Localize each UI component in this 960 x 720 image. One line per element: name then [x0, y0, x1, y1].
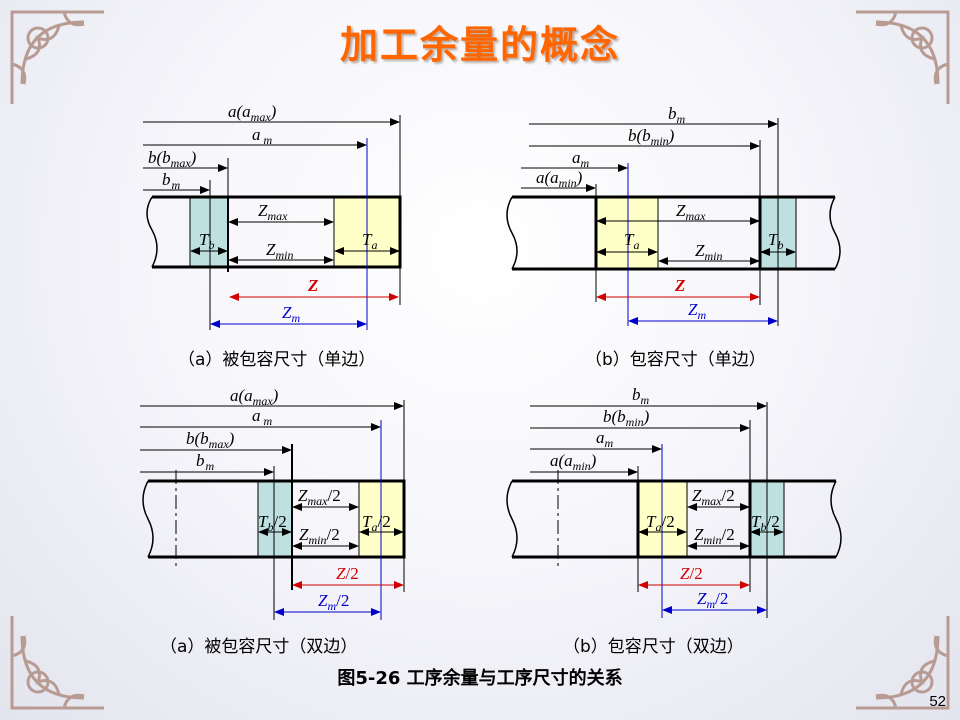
label-ta-half: Ta/2	[362, 512, 391, 534]
tolerance-band-tb	[190, 197, 228, 267]
workpiece-outline	[512, 195, 835, 271]
label-zmin-half: Zmin/2	[694, 525, 735, 547]
label-z-red: Z	[674, 276, 685, 295]
label-zmin: Zmin	[695, 241, 722, 263]
workpiece-outline	[512, 479, 836, 559]
label-a-amin: a(amin)	[536, 168, 583, 190]
corner-ornament-top-right	[856, 10, 950, 104]
label-zm-blue: Zm	[282, 303, 300, 325]
label-b-bmin: b(bmin)	[603, 407, 650, 429]
break-line	[146, 196, 158, 268]
label-b-bmax: b(bmax)	[148, 148, 197, 170]
label-ta: Ta	[624, 230, 639, 252]
label-ta: Ta	[362, 230, 377, 252]
corner-ornament-bottom-left	[10, 616, 104, 710]
label-am: am	[596, 428, 614, 450]
label-zmax-half: Zmax/2	[298, 486, 341, 508]
label-a-amax: a(amax)	[228, 102, 277, 124]
label-bm: bm	[632, 385, 650, 407]
label-bm: bm	[162, 170, 181, 192]
label-zmin: Zmin	[266, 240, 293, 262]
corner-ornament-bottom-right	[856, 616, 950, 710]
label-zm-half-blue: Zm/2	[318, 591, 349, 613]
tolerance-band-tb-half	[258, 481, 292, 557]
label-bm: bm	[668, 104, 686, 126]
label-b-bmin: b(bmin)	[628, 126, 675, 148]
label-am: am	[572, 148, 590, 170]
label-a-amin: a(amin)	[550, 451, 597, 473]
label-tb-half: Tb/2	[751, 512, 780, 534]
panel-b2: bm b(bmin) am a(amin) Zmax/2 Zmin/2 Ta/2…	[506, 385, 842, 618]
figure-caption: 图5-26 工序余量与工序尺寸的关系	[337, 668, 623, 689]
label-zmax: Zmax	[676, 201, 706, 223]
page-title: 加工余量的概念	[339, 23, 620, 67]
caption-b-single: （b）包容尺寸（单边）	[585, 350, 766, 370]
break-line-left	[506, 480, 518, 558]
break-line-left	[506, 196, 518, 270]
label-zmax: Zmax	[258, 201, 288, 223]
corner-ornament-top-left	[10, 10, 104, 104]
tolerance-band-ta	[596, 197, 658, 269]
label-a-amax: a(amax)	[230, 386, 279, 408]
caption-b-double: （b）包容尺寸（双边）	[563, 637, 744, 657]
label-tb: Tb	[768, 230, 783, 252]
label-tb: Tb	[199, 230, 214, 252]
caption-a-single: （a）被包容尺寸（单边）	[178, 350, 376, 370]
label-z-red: Z	[307, 276, 318, 295]
break-line-right	[829, 196, 841, 270]
label-z-half-red: Z/2	[336, 564, 359, 583]
break-line	[142, 480, 154, 558]
label-zmin-half: Zmin/2	[299, 525, 340, 547]
label-zm-blue: Zm	[688, 300, 706, 322]
label-zmax-half: Zmax/2	[692, 486, 735, 508]
caption-a-double: （a）被包容尺寸（双边）	[160, 637, 358, 657]
label-b-bmax: b(bmax)	[186, 429, 235, 451]
page-number: 52	[929, 693, 946, 710]
label-tb-half: Tb/2	[258, 512, 287, 534]
label-ta-half: Ta/2	[646, 512, 675, 534]
label-z-half-red: Z/2	[680, 564, 703, 583]
label-bm: bm	[196, 451, 215, 473]
break-line-right	[830, 480, 842, 558]
label-zm-half-blue: Zm/2	[697, 589, 728, 611]
panel-b1: bm b(bmin) am a(amin) Zmax Zmin Ta Tb Z …	[506, 104, 841, 326]
